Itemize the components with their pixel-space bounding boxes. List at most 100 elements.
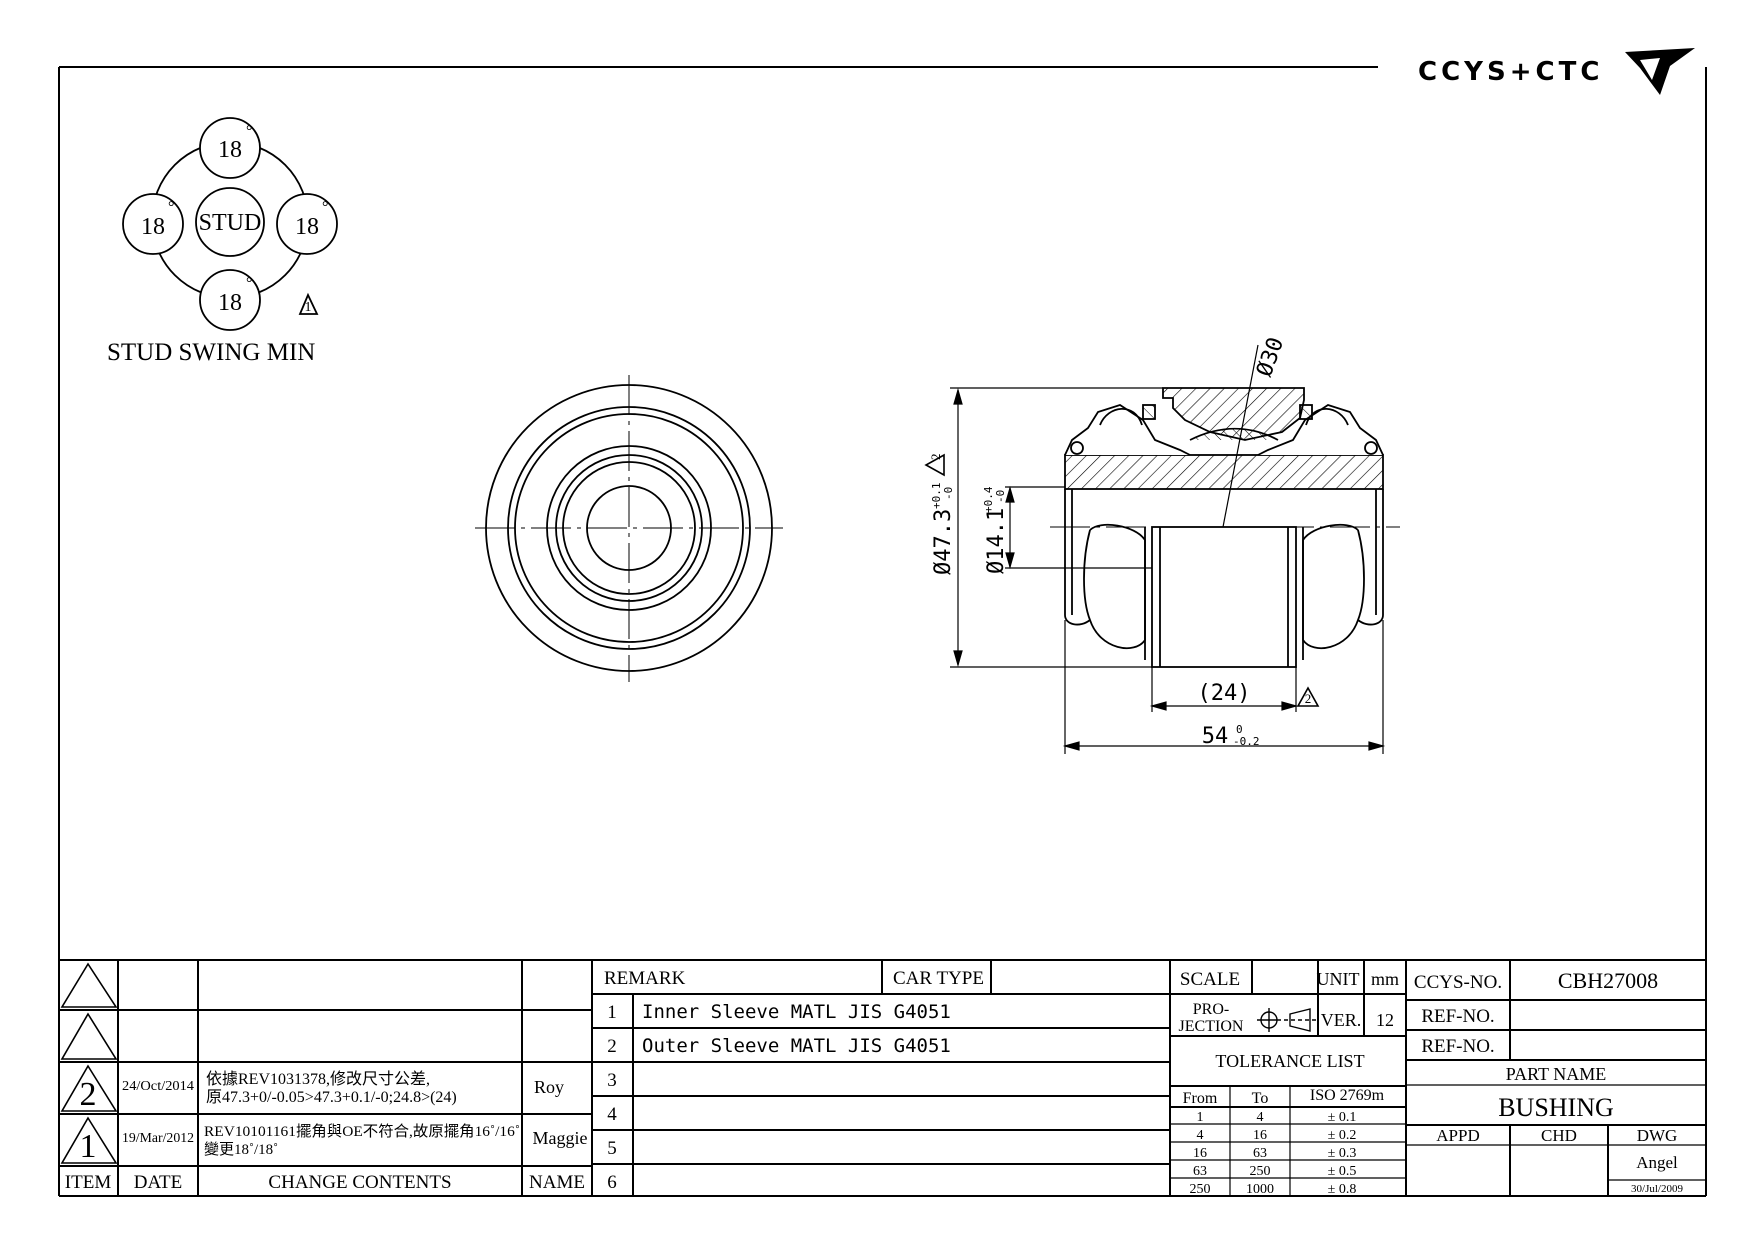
overall-tol-lower: -0.2	[1233, 735, 1260, 748]
angle-right: 18	[295, 214, 319, 240]
swing-circle-right	[276, 193, 338, 255]
logo-text: CCYS+CTC	[1418, 57, 1603, 87]
tol-from-2: 4	[1197, 1128, 1204, 1143]
remark-no-3: 3	[607, 1070, 617, 1091]
ccys-no-label: CCYS-NO.	[1414, 972, 1502, 993]
rev-triangle-2a	[924, 453, 945, 477]
title-block: CCYS-NO. CBH27008 REF-NO. REF-NO. PART N…	[1414, 968, 1684, 1195]
drawn-by: Angel	[1636, 1153, 1678, 1172]
tolerance-title: TOLERANCE LIST	[1215, 1051, 1364, 1071]
rev-name-2: Roy	[534, 1077, 564, 1097]
overall-length-label: 54	[1202, 724, 1229, 749]
dimension-labels: Ø30 Ø47.3 +0.1 -0 Ø14.1 +0.4 -0 2 (24) 2…	[928, 334, 1311, 749]
logo-wing-icon	[1625, 48, 1695, 95]
scale-label: SCALE	[1180, 969, 1240, 990]
tol-header-from: From	[1183, 1090, 1218, 1107]
remark-text-1: Inner Sleeve MATL JIS G4051	[642, 1001, 951, 1023]
appd-label: APPD	[1436, 1126, 1479, 1145]
tol-header-to: To	[1252, 1090, 1269, 1107]
stud-label: STUD	[199, 210, 262, 236]
remark-no-1: 1	[607, 1002, 617, 1023]
ref-no-label-2: REF-NO.	[1421, 1036, 1494, 1057]
angle-top: 18	[218, 137, 242, 163]
tol-val-2: ± 0.2	[1328, 1128, 1357, 1143]
projection-label-1: PRO-	[1193, 1001, 1229, 1018]
ccys-no-value: CBH27008	[1558, 968, 1658, 993]
ref-no-label-1: REF-NO.	[1421, 1006, 1494, 1027]
inner-dia-tol-lower: -0	[994, 490, 1007, 503]
projection-label-2: JECTION	[1179, 1018, 1244, 1035]
stud-swing-caption: STUD SWING MIN	[107, 339, 315, 366]
stud-circle	[195, 187, 265, 257]
outer-dia-tol-upper: +0.1	[930, 483, 943, 510]
drawn-date: 30/Jul/2009	[1631, 1183, 1683, 1195]
remark-text-2: Outer Sleeve MATL JIS G4051	[642, 1035, 951, 1057]
tol-to-4: 250	[1250, 1164, 1271, 1179]
remark-label: REMARK	[604, 968, 686, 989]
tol-to-5: 1000	[1246, 1182, 1274, 1197]
tol-from-1: 1	[1197, 1110, 1204, 1125]
header-date: DATE	[134, 1172, 183, 1193]
tol-val-1: ± 0.1	[1328, 1110, 1357, 1125]
swing-circle-bottom	[199, 269, 261, 331]
remark-no-5: 5	[607, 1138, 617, 1159]
rev-item-2: 2	[80, 1076, 97, 1113]
ball-dia-label: Ø30	[1252, 334, 1289, 380]
ver-label: VER.	[1321, 1010, 1362, 1030]
bottom-table-grid	[59, 959, 1706, 1196]
outer-dia-tol-lower: -0	[942, 487, 955, 500]
tol-to-3: 63	[1253, 1146, 1267, 1161]
scale-block: SCALE UNIT mm PRO- JECTION VER. 12	[1179, 969, 1399, 1035]
tolerance-list: TOLERANCE LIST From To ISO 2769m 1 4 ± 0…	[1183, 1051, 1385, 1197]
angle-bottom: 18	[218, 290, 242, 316]
remark-no-6: 6	[607, 1172, 617, 1193]
rev-marker-2b: 2	[1305, 691, 1312, 706]
rev-date-2: 24/Oct/2014	[122, 1079, 194, 1094]
rev-date-1: 19/Mar/2012	[122, 1131, 194, 1146]
tol-val-4: ± 0.5	[1328, 1164, 1357, 1179]
inner-dia-tol-upper: +0.4	[982, 486, 995, 513]
car-type-label: CAR TYPE	[893, 968, 984, 989]
remark-table: REMARK CAR TYPE 1 Inner Sleeve MATL JIS …	[604, 968, 984, 1193]
tol-from-5: 250	[1190, 1182, 1211, 1197]
header-item: ITEM	[65, 1172, 112, 1193]
rev-marker-2a: 2	[928, 454, 943, 461]
overall-tol-upper: 0	[1236, 723, 1243, 736]
remark-no-4: 4	[607, 1104, 617, 1125]
rev-triangle-1	[298, 292, 319, 315]
swing-circle-top	[199, 117, 261, 179]
chd-label: CHD	[1541, 1126, 1577, 1145]
rev-name-1: Maggie	[533, 1128, 588, 1148]
unit-value: mm	[1371, 969, 1399, 989]
rev-change-1b: 變更18˚/18˚	[204, 1141, 278, 1158]
stud-swing-labels: STUD 18 18 18 18 ° ° ° ° 1 STUD SWING MI…	[107, 123, 328, 366]
part-name-label: PART NAME	[1506, 1064, 1606, 1084]
angle-left: 18	[141, 214, 165, 240]
tol-to-1: 4	[1257, 1110, 1264, 1125]
rev-change-2b: 原47.3+0/-0.05>47.3+0.1/-0;24.8>(24)	[206, 1089, 457, 1106]
inner-length-label: (24)	[1198, 681, 1251, 706]
rev-marker-1: 1	[305, 300, 312, 315]
stud-swing-diagram	[122, 117, 338, 331]
header-change: CHANGE CONTENTS	[268, 1172, 451, 1193]
rev-item-1: 1	[80, 1128, 97, 1165]
rev-change-2a: 依據REV1031378,修改尺寸公差,	[206, 1070, 430, 1088]
rev-triangle-2b	[1296, 686, 1320, 707]
degree-bottom: °	[246, 275, 252, 292]
tol-from-4: 63	[1193, 1164, 1207, 1179]
tol-from-3: 16	[1193, 1146, 1207, 1161]
unit-label: UNIT	[1317, 969, 1360, 989]
dwg-label: DWG	[1637, 1126, 1678, 1145]
revision-table: 2 24/Oct/2014 依據REV1031378,修改尺寸公差, 原47.3…	[65, 1070, 588, 1193]
part-name-value: BUSHING	[1498, 1093, 1614, 1122]
sheet-border	[58, 66, 1707, 1197]
header-name: NAME	[529, 1172, 585, 1193]
tol-val-5: ± 0.8	[1328, 1182, 1357, 1197]
dimension-lines	[924, 387, 1386, 754]
company-logo: CCYS+CTC	[1418, 48, 1695, 95]
tol-header-std: ISO 2769m	[1310, 1087, 1385, 1104]
rev-change-1a: REV10101161擺角與OE不符合,故原擺角16˚/16˚	[204, 1123, 520, 1140]
inner-dia-label: Ø14.1	[984, 508, 1009, 574]
tol-val-3: ± 0.3	[1328, 1146, 1357, 1161]
